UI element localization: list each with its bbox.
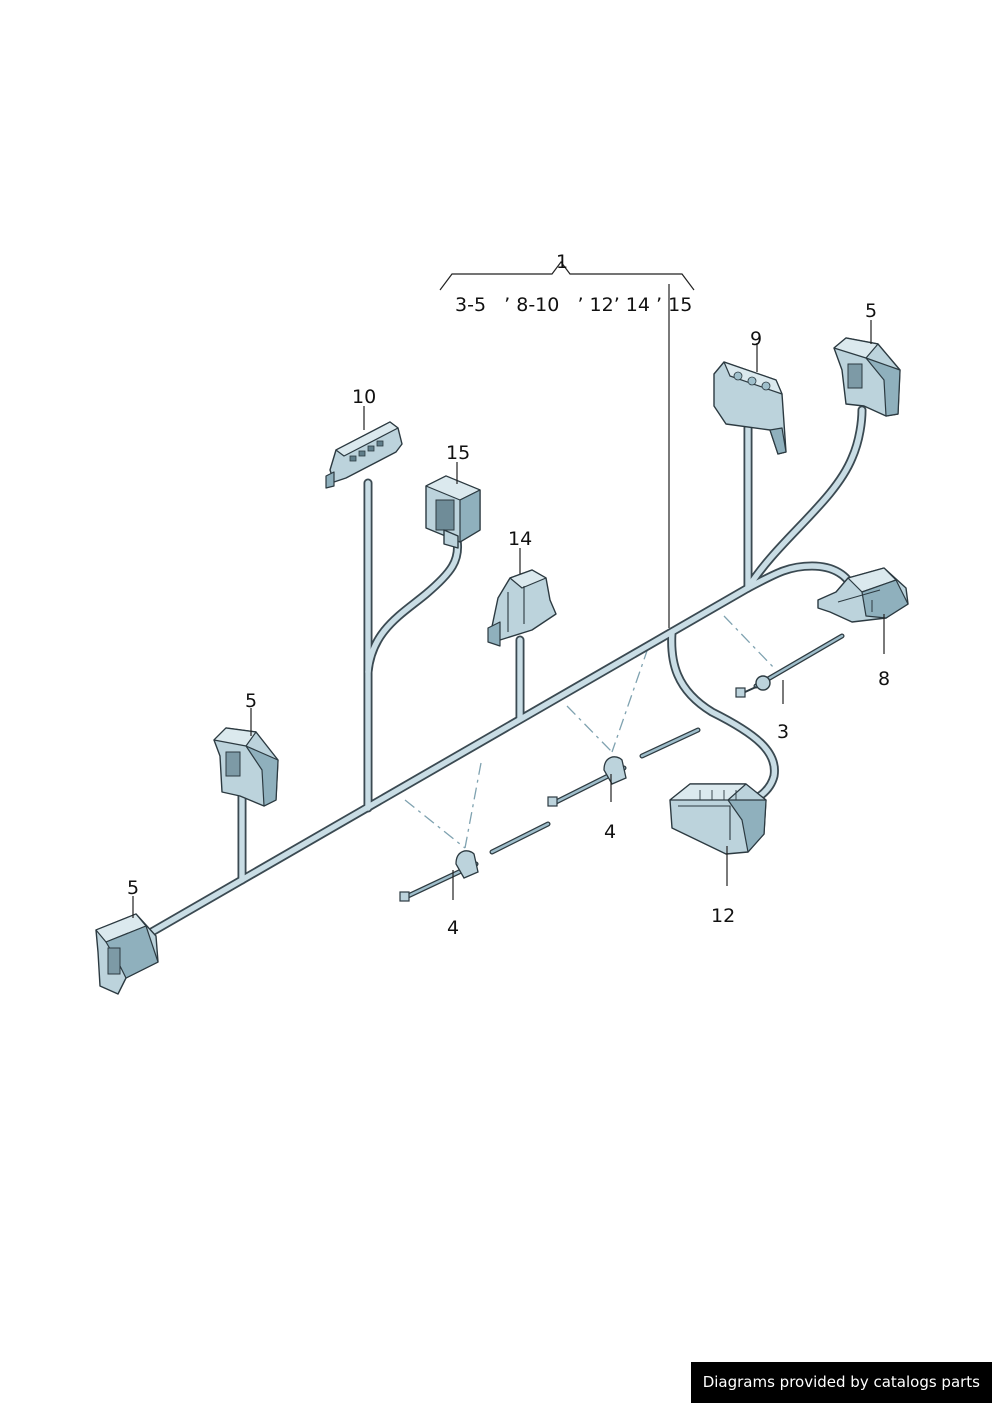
tie-indicator-lines [404,615,777,849]
callout-12: 12 [711,905,735,927]
cable-tie-4-right [547,727,701,807]
connector-5-top-right [833,337,901,417]
callout-5-mid-left: 5 [245,690,257,712]
group-includes-label: 3-5 ’ 8-10 ’ 12’ 14 ’ 15 [455,294,692,316]
leader-lines [132,320,885,918]
cable-tie-4-left [399,821,551,902]
cable-tie-3 [735,633,845,698]
connector-14 [487,569,557,647]
callout-5-bottom-left: 5 [127,877,139,899]
callout-15: 15 [446,442,470,464]
callout-4-left: 4 [447,917,459,939]
footer-credit-text: Diagrams provided by catalogs parts [702,1373,980,1391]
callout-14: 14 [508,528,532,550]
connector-8 [817,567,909,623]
callout-4-right: 4 [604,821,616,843]
connector-15 [425,475,481,549]
connector-5-bottom-left [95,913,159,995]
connector-9 [713,361,787,455]
callout-3: 3 [777,721,789,743]
connector-5-mid-left [213,727,279,807]
group-number: 1 [556,251,568,273]
callout-9: 9 [750,328,762,350]
callout-5-top-right: 5 [865,300,877,322]
footer-credit: Diagrams provided by catalogs parts [690,1362,992,1403]
connector-12 [669,783,767,855]
callout-10: 10 [352,386,376,408]
harness-wires [145,405,867,938]
group-bracket [439,261,695,628]
connector-10 [325,421,403,489]
callout-8: 8 [878,668,890,690]
